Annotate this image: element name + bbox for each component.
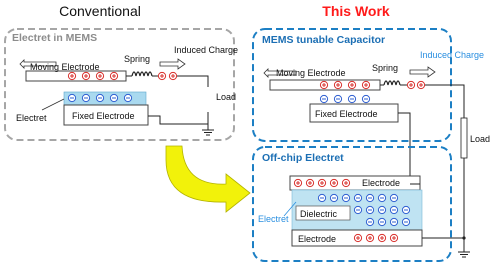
conventional-fixed-electrode	[63, 104, 149, 126]
conventional-moving-electrode-label: Moving Electrode	[30, 62, 100, 72]
offchip-bottom-positive-charge	[389, 233, 399, 243]
offchip-electret-panel	[252, 146, 452, 262]
mems-moving-arrow-icon	[263, 68, 297, 78]
mems-spring-label: Spring	[372, 63, 398, 73]
conventional-electret-layer	[63, 91, 147, 106]
offchip-negative-charge	[341, 193, 351, 203]
conventional-spring-label: Spring	[124, 54, 150, 64]
mems-induced-positive-charge	[319, 80, 329, 90]
conventional-load-wire	[177, 75, 209, 87]
mems-induced-arrow-icon	[409, 66, 436, 78]
conventional-output-charge	[157, 71, 167, 81]
mems-to-electrode-wire	[398, 112, 411, 184]
conventional-spring-coil-icon	[131, 71, 153, 77]
electret-negative-charge	[109, 93, 119, 103]
conventional-fixed-wire	[148, 115, 208, 125]
offchip-dielectric-layer	[295, 205, 351, 221]
mems-negative-charge	[361, 94, 371, 104]
shared-load-wire	[425, 84, 465, 140]
mems-negative-charge	[333, 94, 343, 104]
conventional-induced-positive-charge	[109, 71, 119, 81]
mems-induced-charge-label: Induced Charge	[420, 50, 484, 60]
transition-arrow-icon	[165, 145, 251, 213]
offchip-negative-charge	[401, 205, 411, 215]
electret-negative-charge	[123, 93, 133, 103]
conventional-fixed-electrode-label: Fixed Electrode	[72, 111, 135, 121]
conventional-induced-arrow-icon	[159, 58, 186, 70]
offchip-positive-charge	[329, 178, 339, 188]
conventional-panel	[4, 28, 235, 141]
offchip-negative-charge	[389, 205, 399, 215]
offchip-positive-charge	[317, 178, 327, 188]
offchip-bottom-positive-charge	[377, 233, 387, 243]
conventional-moving-arrow-icon	[19, 59, 57, 69]
offchip-negative-charge	[377, 205, 387, 215]
conventional-panel-title: Electret in MEMS	[12, 32, 97, 44]
offchip-negative-charge	[377, 193, 387, 203]
mems-induced-positive-charge	[361, 80, 371, 90]
offchip-negative-charge	[401, 217, 411, 227]
electret-negative-charge	[81, 93, 91, 103]
mems-negative-charge	[319, 94, 329, 104]
mems-induced-positive-charge	[333, 80, 343, 90]
offchip-bottom-electrode-label: Electrode	[298, 234, 336, 244]
electret-negative-charge	[67, 93, 77, 103]
offchip-negative-charge	[389, 217, 399, 227]
shared-load-label: Load	[470, 134, 490, 144]
mems-spring-coil-icon	[383, 80, 401, 86]
offchip-negative-charge	[377, 217, 387, 227]
mems-induced-positive-charge	[347, 80, 357, 90]
conventional-induced-positive-charge	[67, 71, 77, 81]
offchip-positive-charge	[305, 178, 315, 188]
offchip-negative-charge	[317, 193, 327, 203]
offchip-negative-charge	[365, 193, 375, 203]
electret-negative-charge	[95, 93, 105, 103]
offchip-positive-charge	[341, 178, 351, 188]
mems-output-charge	[416, 80, 426, 90]
offchip-positive-charge	[293, 178, 303, 188]
mems-moving-electrode-label: Moving Electrode	[276, 68, 346, 78]
offchip-negative-charge	[365, 205, 375, 215]
offchip-bottom-positive-charge	[353, 233, 363, 243]
conventional-heading: Conventional	[59, 3, 141, 19]
mems-output-charge	[406, 80, 416, 90]
offchip-negative-charge	[353, 205, 363, 215]
conventional-induced-charge-label: Induced Charge	[174, 45, 238, 55]
mems-negative-charge	[347, 94, 357, 104]
shared-load-resistor	[460, 117, 468, 159]
electret-pointer	[41, 98, 65, 111]
conventional-induced-positive-charge	[81, 71, 91, 81]
offchip-electret-pointer	[283, 201, 297, 217]
offchip-panel-title: Off-chip Electret	[262, 152, 344, 164]
conventional-load-label: Load	[216, 92, 236, 102]
conventional-electret-label: Electret	[16, 113, 47, 123]
offchip-dielectric-label: Dielectric	[300, 209, 338, 219]
offchip-bottom-positive-charge	[365, 233, 375, 243]
offchip-negative-charge	[353, 193, 363, 203]
mems-panel-title: MEMS tunable Capacitor	[262, 34, 385, 46]
offchip-top-electrode-label: Electrode	[362, 178, 400, 188]
offchip-negative-charge	[329, 193, 339, 203]
this-work-heading: This Work	[322, 3, 390, 19]
mems-fixed-electrode-label: Fixed Electrode	[315, 109, 378, 119]
offchip-negative-charge	[389, 193, 399, 203]
offchip-negative-charge	[365, 217, 375, 227]
offchip-electret-label: Electret	[258, 214, 289, 224]
conventional-output-charge	[168, 71, 178, 81]
conventional-induced-positive-charge	[95, 71, 105, 81]
